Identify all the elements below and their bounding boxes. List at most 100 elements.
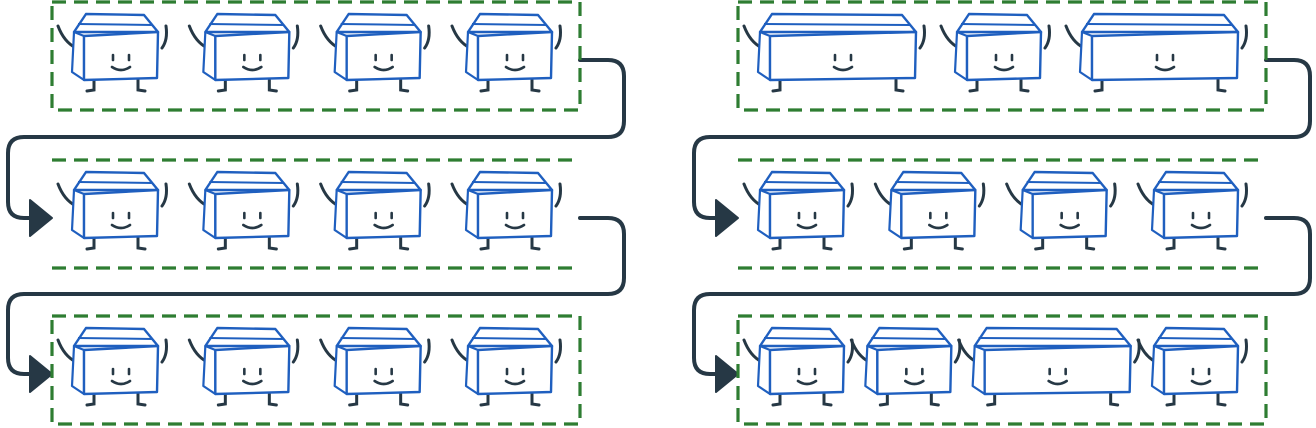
box-flap (77, 337, 154, 340)
box-character-icon (450, 12, 562, 93)
row-frame (50, 314, 582, 426)
box-side (464, 344, 480, 396)
box-flap (340, 181, 416, 184)
box-side (202, 188, 217, 240)
box-leg-right (399, 236, 410, 251)
box-front (768, 344, 846, 396)
box-mouth (1059, 223, 1080, 230)
box-flap (471, 181, 548, 184)
box-top (758, 12, 918, 34)
box-character-icon (742, 326, 854, 407)
box-leg-right (267, 78, 278, 93)
box-leg-left (216, 392, 227, 407)
box-top (466, 12, 554, 34)
box-flap (77, 23, 154, 26)
box-character-icon (450, 170, 562, 251)
box-leg-left (85, 78, 96, 93)
flow-connector (6, 58, 626, 220)
box-character-icon (849, 326, 962, 407)
box-side (202, 30, 217, 82)
box-mouth (373, 65, 394, 72)
box-arm-right (846, 182, 854, 208)
box-leg-right (822, 236, 833, 251)
box-character-icon (187, 326, 300, 407)
box-leg-left (479, 236, 490, 251)
box-leg-left (902, 236, 913, 251)
box-side (756, 344, 772, 396)
panel-right-grid (692, 0, 1312, 426)
box-side (70, 188, 86, 240)
box-character-icon (187, 170, 300, 251)
flow-arrow-icon (29, 355, 53, 393)
box-side (953, 30, 969, 82)
box-arm-right (160, 24, 168, 50)
box-arm-right (291, 24, 300, 50)
box-arm-right (1109, 182, 1117, 208)
box-front (82, 344, 160, 396)
box-character-icon (319, 326, 431, 407)
box-side (971, 344, 986, 396)
box-side (333, 344, 348, 396)
box-leg-left (85, 236, 96, 251)
box-top (204, 12, 291, 34)
box-leg-left (85, 392, 96, 407)
box-mouth (504, 223, 526, 230)
box-character-icon (319, 12, 431, 93)
box-flap (1026, 181, 1102, 184)
box-front (345, 344, 422, 396)
box-mouth (242, 223, 263, 230)
box-front (1162, 188, 1240, 240)
row-frame (736, 314, 1268, 426)
box-leg-left (479, 392, 490, 407)
box-arm-right (423, 338, 431, 364)
box-side (756, 30, 772, 82)
box-character-icon (56, 326, 168, 407)
box-arm-right (554, 182, 562, 208)
box-arm-right (291, 182, 300, 208)
box-mouth (993, 65, 1015, 72)
box-arm-right (918, 24, 926, 50)
box-leg-left (348, 392, 359, 407)
box-mouth (110, 379, 132, 386)
box-leg-right (1216, 78, 1227, 93)
box-character-icon (56, 170, 168, 251)
box-flap (471, 23, 548, 26)
box-arm-right (423, 24, 431, 50)
box-front (768, 188, 846, 240)
box-leg-right (530, 236, 541, 251)
box-mouth (1154, 65, 1176, 72)
box-top (335, 12, 422, 34)
box-front (876, 344, 953, 396)
box-leg-right (530, 78, 541, 93)
box-side (333, 188, 348, 240)
box-leg-right (822, 392, 833, 407)
box-character-icon (742, 12, 926, 93)
box-character-icon (1005, 170, 1117, 251)
box-top (335, 326, 422, 348)
box-top (1021, 170, 1108, 192)
box-character-icon (187, 12, 300, 93)
box-flap (960, 23, 1037, 26)
panel-left-grid (6, 0, 626, 426)
box-leg-left (479, 78, 490, 93)
box-character-icon (939, 12, 1051, 93)
box-side (1019, 188, 1034, 240)
box-top (72, 326, 160, 348)
box-leg-left (878, 392, 889, 407)
box-arm-right (423, 182, 431, 208)
box-front (214, 30, 291, 82)
box-top (973, 326, 1132, 348)
box-flap (763, 181, 840, 184)
box-character-icon (957, 326, 1141, 407)
box-front (1090, 30, 1240, 82)
box-top (466, 326, 554, 348)
box-top (335, 170, 422, 192)
box-flap (871, 337, 947, 340)
box-flap (209, 23, 285, 26)
box-top (1152, 170, 1240, 192)
box-mouth (110, 65, 132, 72)
box-mouth (1190, 379, 1212, 386)
box-character-icon (56, 12, 168, 93)
flow-connector (692, 58, 1312, 220)
